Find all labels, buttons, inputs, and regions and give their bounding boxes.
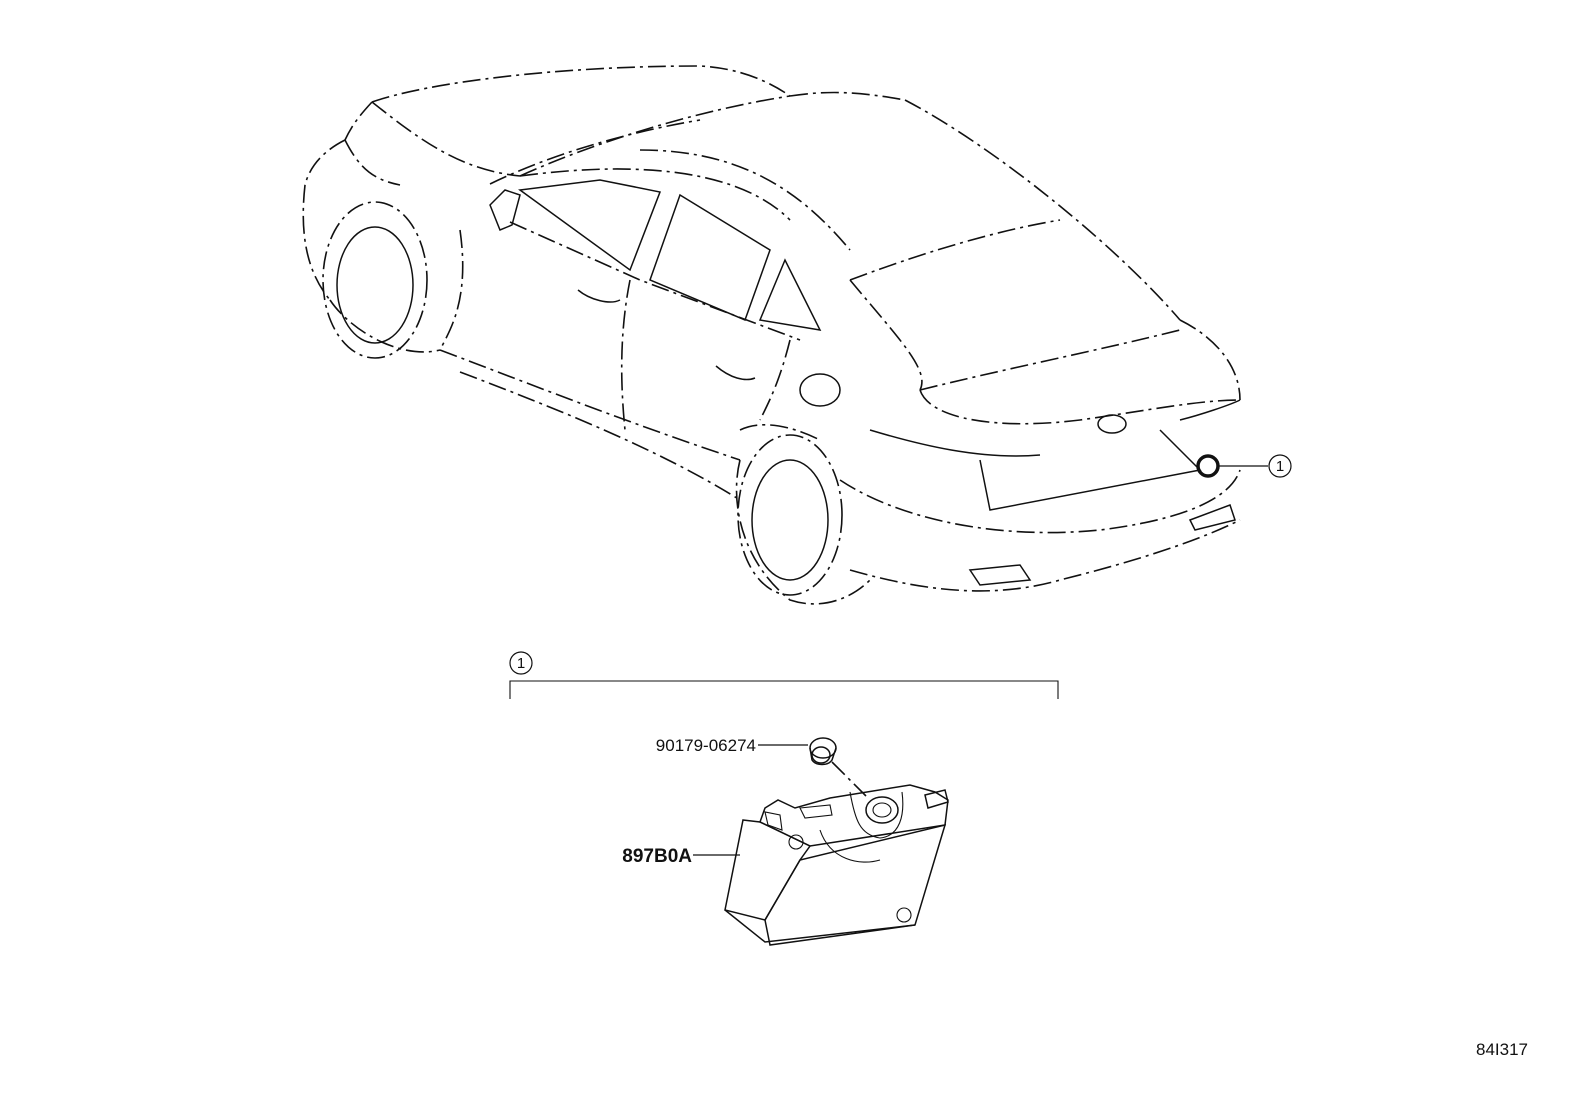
svg-text:1: 1 xyxy=(517,655,525,672)
vehicle-outline xyxy=(302,65,1241,605)
bolt-part-number: 90179-06274 xyxy=(656,736,756,755)
module-part xyxy=(724,784,949,946)
group-bracket: 1 xyxy=(509,651,1059,699)
module-part-number: 897B0A xyxy=(622,846,692,867)
diagram-reference-code: 84I317 xyxy=(1476,1040,1528,1059)
location-marker xyxy=(1196,454,1220,478)
svg-text:1: 1 xyxy=(1276,458,1284,475)
vehicle-callout: 1 xyxy=(1268,454,1292,478)
bolt-part xyxy=(809,737,837,766)
